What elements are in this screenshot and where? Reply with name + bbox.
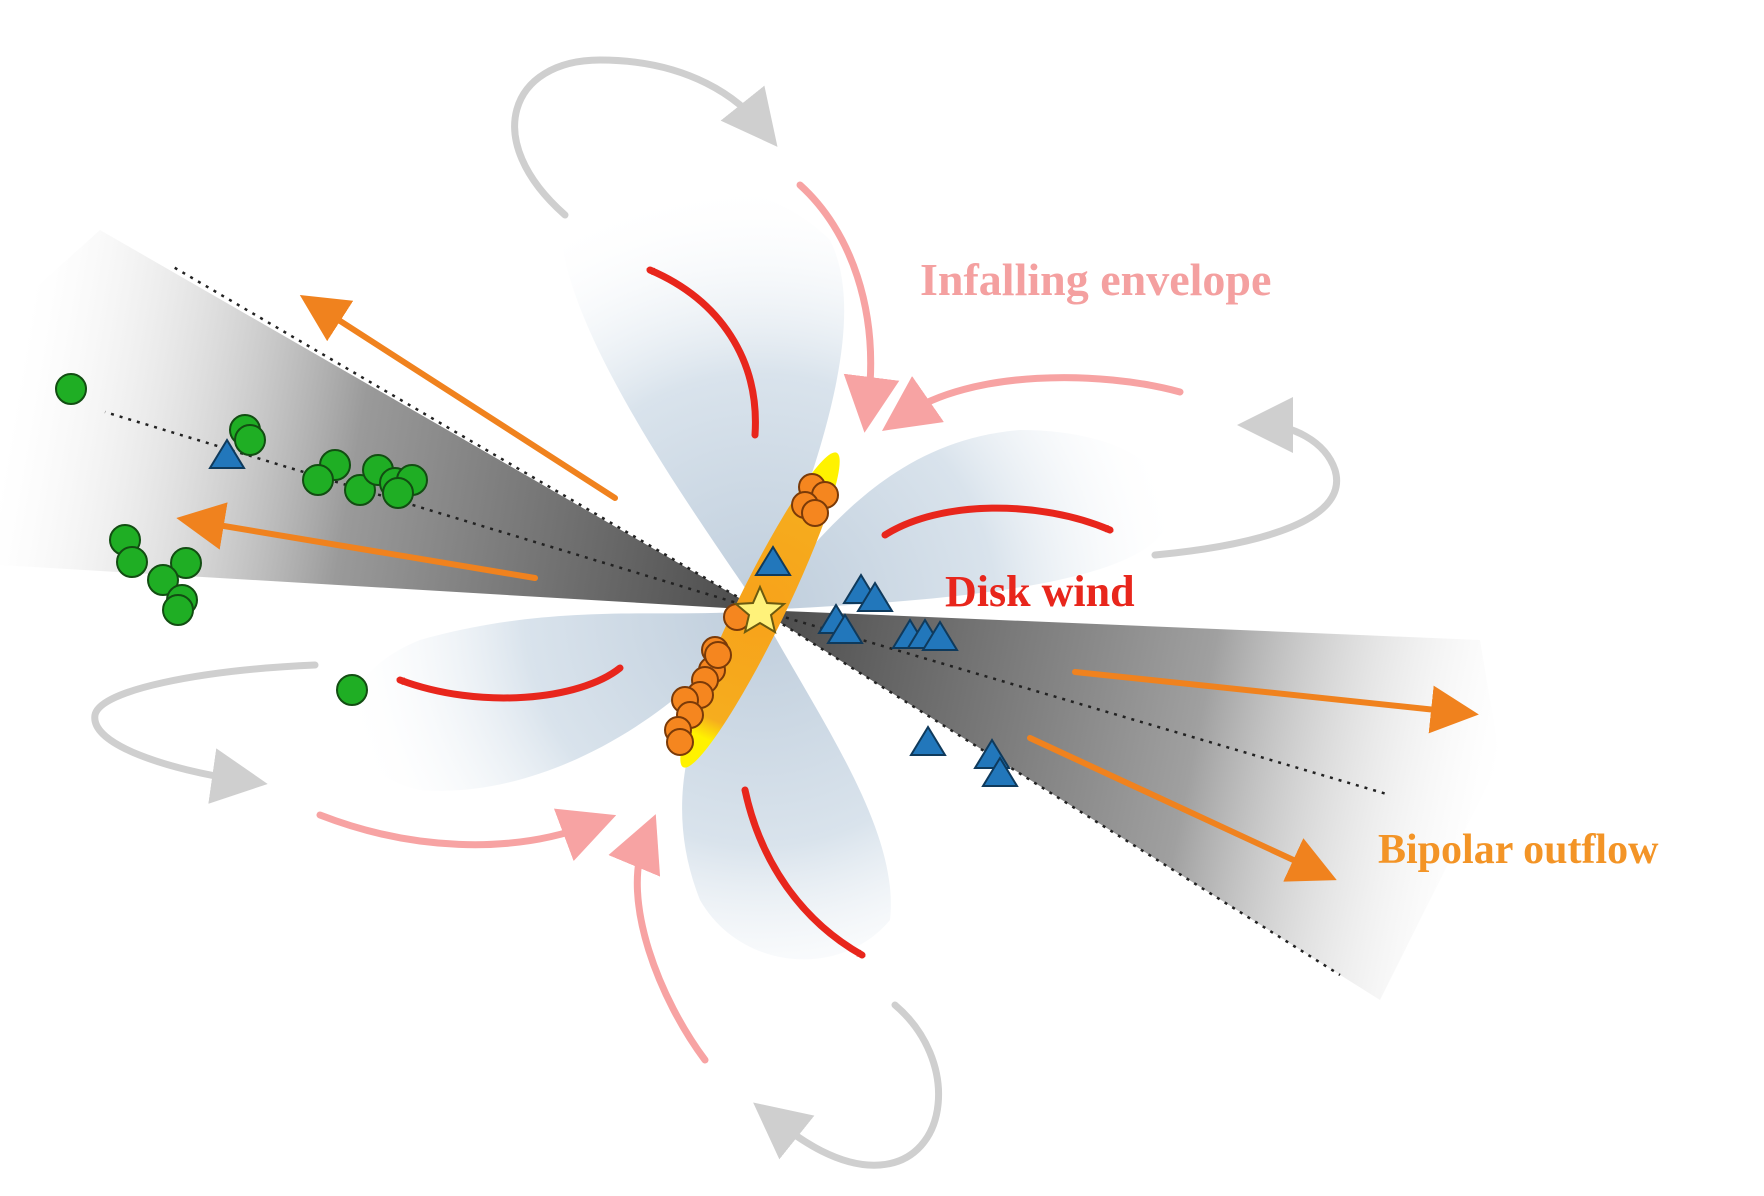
envelope-lobe-right [760, 430, 1172, 610]
gray-arrow-top [511, 56, 778, 219]
outflow-axis-lines [104, 263, 1391, 977]
infall-arrows [316, 181, 1184, 1064]
axis-line-left [104, 410, 761, 612]
disk-wind-arrows [396, 266, 1114, 959]
infalling-envelope-label: Infalling envelope [920, 254, 1271, 305]
pink-arrow-right [881, 374, 1184, 431]
axis-line-lower-right [759, 608, 1341, 977]
star-icon [733, 584, 787, 635]
blue-marker [856, 581, 894, 612]
pink-arrow-left [316, 808, 617, 862]
pink-arrow-bottom [608, 814, 709, 1064]
green-marker [116, 546, 148, 578]
bipolar-outflow-arrows [176, 295, 1479, 882]
orange-arrow-lower-right [1027, 735, 1337, 882]
orange-marker [801, 499, 829, 527]
blue-marker [754, 545, 792, 576]
green-marker [302, 464, 334, 496]
green-marker [382, 477, 414, 509]
envelope-lobe-upper [560, 180, 845, 610]
orange-markers [664, 473, 839, 756]
red-arrow-up [646, 266, 759, 439]
green-marker [147, 564, 179, 596]
blue-marker [826, 613, 864, 644]
blue-marker [981, 756, 1019, 787]
orange-marker [704, 641, 732, 669]
red-arrow-down [741, 786, 866, 959]
green-marker [234, 424, 266, 456]
blue-marker [909, 725, 947, 756]
green-marker [336, 674, 368, 706]
circulation-arrows [91, 56, 1341, 1169]
green-marker [55, 373, 87, 405]
orange-arrow-right [1072, 669, 1479, 734]
outflow-cone-right [760, 610, 1500, 1000]
orange-arrow-left [176, 502, 538, 581]
disk-wind-label: Disk wind [945, 567, 1135, 616]
bipolar-outflow-label: Bipolar outflow [1378, 827, 1659, 873]
gray-arrow-bottom [753, 1001, 943, 1169]
gray-arrow-right [1151, 397, 1341, 559]
blue-markers [208, 438, 1019, 787]
blue-marker [208, 438, 246, 469]
envelope-lobe-left [348, 610, 760, 791]
green-markers [55, 373, 428, 706]
pink-arrow-top [796, 181, 900, 433]
axis-line-right [759, 608, 1391, 797]
blue-marker [921, 620, 959, 651]
orange-marker [666, 728, 694, 756]
axis-line-upper-left [169, 263, 761, 612]
green-marker [344, 474, 376, 506]
central-protostar [733, 584, 787, 635]
red-arrow-left [396, 664, 624, 702]
red-arrow-right [881, 504, 1114, 539]
green-marker [170, 547, 202, 579]
green-marker [162, 594, 194, 626]
gray-arrow-left [91, 661, 319, 804]
orange-arrow-upper-left [299, 295, 618, 501]
